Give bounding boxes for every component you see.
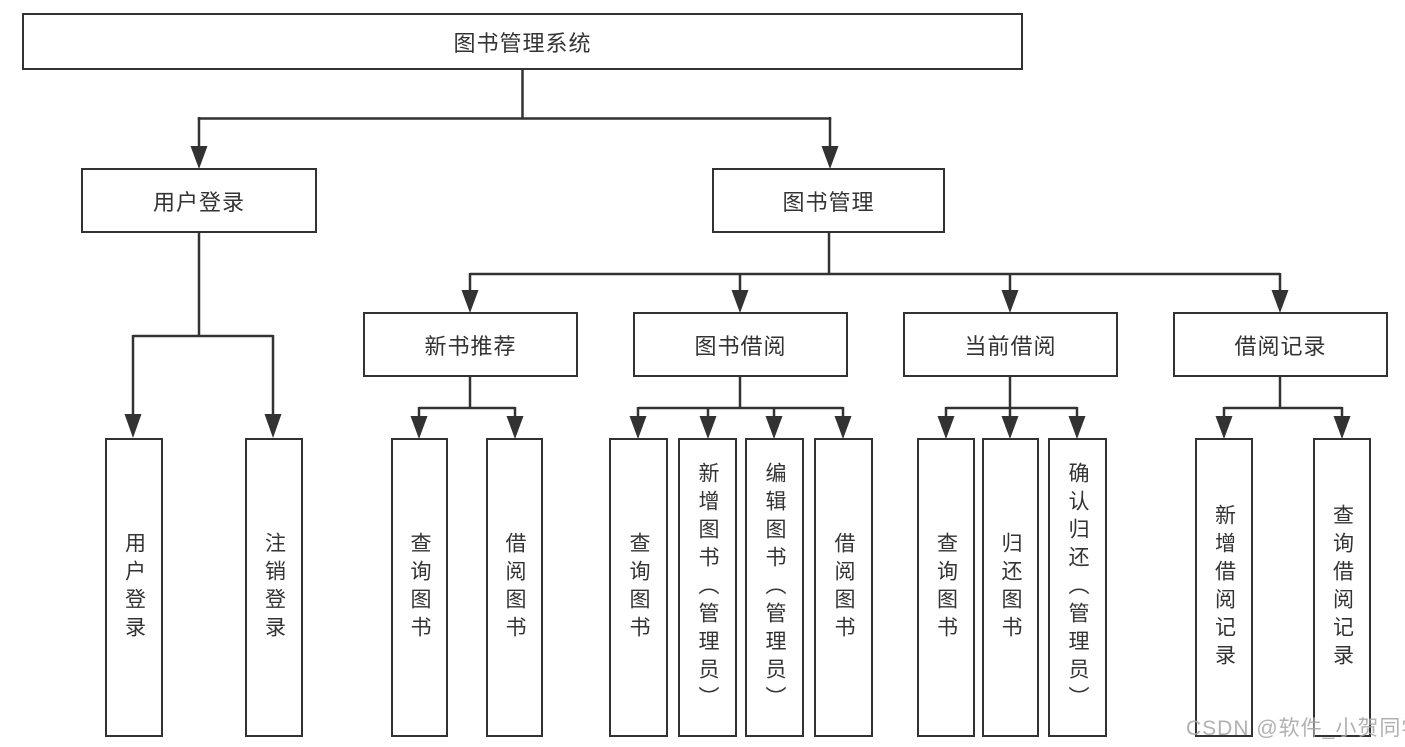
leaf-query-borrow-record: 查询借阅记录 [1313,438,1371,737]
leaf-add-borrow-record-label: 新增借阅记录 [1212,503,1236,672]
leaf-return-books-label: 归还图书 [999,531,1022,644]
leaf-logout: 注销登录 [245,438,303,737]
node-book-management: 图书管理 [712,168,945,233]
leaf-borrow-books-recommend: 借阅图书 [486,438,543,737]
root-node-library-system: 图书管理系统 [22,13,1023,70]
leaf-borrow-books: 借阅图书 [814,438,873,737]
node-book-borrow-label: 图书借阅 [694,333,787,359]
arrowheads [124,146,1351,439]
leaf-return-books: 归还图书 [982,438,1039,737]
leaf-query-books-borrow-label: 查询图书 [627,531,650,644]
leaf-edit-books-admin: 编辑图书（管理员） [745,438,804,737]
csdn-watermark: CSDN @软件_小贺同学 [1186,717,1405,740]
node-user-login: 用户登录 [81,168,317,233]
node-new-book-recommend: 新书推荐 [363,312,578,377]
leaf-add-books-admin: 新增图书（管理员） [678,438,737,737]
leaf-borrow-books-recommend-label: 借阅图书 [503,531,526,644]
leaf-query-books-recommend-label: 查询图书 [408,531,431,644]
leaf-user-login: 用户登录 [105,438,163,737]
node-borrow-records-label: 借阅记录 [1234,333,1327,359]
leaf-add-borrow-record: 新增借阅记录 [1195,438,1253,737]
leaf-query-books-borrow: 查询图书 [609,438,668,737]
node-book-borrow: 图书借阅 [633,312,848,377]
node-current-borrow-label: 当前借阅 [964,333,1057,359]
leaf-query-books-recommend: 查询图书 [391,438,448,737]
node-borrow-records: 借阅记录 [1173,312,1388,377]
leaf-edit-books-admin-label: 编辑图书（管理员） [763,461,786,714]
leaf-user-login-label: 用户登录 [122,531,146,644]
leaf-query-books-current-label: 查询图书 [934,531,958,644]
leaf-logout-label: 注销登录 [262,531,286,644]
node-new-book-recommend-label: 新书推荐 [424,333,517,359]
leaf-query-borrow-record-label: 查询借阅记录 [1330,503,1354,672]
leaf-query-books-current: 查询图书 [917,438,975,737]
leaf-add-books-admin-label: 新增图书（管理员） [696,461,719,714]
leaf-borrow-books-label: 借阅图书 [832,531,855,644]
node-book-management-label: 图书管理 [782,189,875,215]
node-user-login-label: 用户登录 [152,189,245,215]
root-node-label: 图书管理系统 [453,30,592,56]
leaf-confirm-return-admin: 确认归还（管理员） [1048,438,1107,737]
node-current-borrow: 当前借阅 [903,312,1118,377]
leaf-confirm-return-admin-label: 确认归还（管理员） [1066,461,1089,714]
